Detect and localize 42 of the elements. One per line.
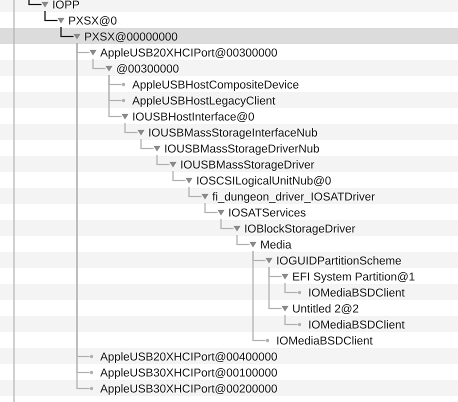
tree-item-label: Untitled 2@2 xyxy=(293,304,358,314)
tree-item-label: PXSX@00000000 xyxy=(85,32,178,42)
tree-connector xyxy=(284,283,298,294)
tree-item-label: IOUSBMassStorageDriverNub xyxy=(165,144,319,155)
tree-connector xyxy=(236,235,250,246)
tree-item-label: IOSATServices xyxy=(229,208,306,217)
tree-item-label: IOMediaBSDClient xyxy=(309,288,405,297)
tree-item-label: AppleUSBHostLegacyClient xyxy=(132,96,276,107)
tree-item-label: PXSX@0 xyxy=(69,16,116,26)
tree-item-label: IOUSBMassStorageInterfaceNub xyxy=(149,128,318,139)
tree-item-label: Media xyxy=(261,240,292,249)
tree-connector xyxy=(156,155,170,166)
tree-item-label: AppleUSB20XHCIPort@00300000 xyxy=(100,48,277,59)
tree-connector xyxy=(60,27,74,38)
tree-connector xyxy=(188,187,202,198)
tree-connector xyxy=(28,0,42,6)
tree-connector xyxy=(92,59,106,70)
tree-item-label: fi_dungeon_driver_IOSATDriver xyxy=(212,192,375,203)
tree-item-label: EFI System Partition@1 xyxy=(293,272,414,283)
tree-item-label: @00300000 xyxy=(117,64,179,74)
tree-item-label: IOUSBMassStorageDriver xyxy=(181,160,314,171)
tree-connector xyxy=(220,219,234,230)
tree-item-label: IOUSBHostInterface@0 xyxy=(133,112,254,122)
tree-connector xyxy=(284,315,298,326)
tree-item-label: AppleUSB30XHCIPort@00100000 xyxy=(100,368,277,379)
tree-connector xyxy=(108,75,122,118)
tree-item-label: AppleUSBHostCompositeDevice xyxy=(132,80,298,91)
tree-connector xyxy=(204,203,218,214)
tree-item-label: IOMediaBSDClient xyxy=(277,336,373,345)
tree-connector xyxy=(44,11,58,22)
tree-item-label: IOBlockStorageDriver xyxy=(245,224,356,235)
tree-connector xyxy=(172,171,186,182)
tree-item-label: AppleUSB20XHCIPort@00400000 xyxy=(100,352,277,363)
tree-item-label: IOGUIDPartitionScheme xyxy=(277,256,401,265)
tree-connector xyxy=(268,267,282,310)
tree-connector xyxy=(140,139,154,150)
tree-item-label: IOSCSILogicalUnitNub@0 xyxy=(197,176,331,187)
tree-connector xyxy=(252,251,266,342)
tree-connector xyxy=(124,123,138,134)
tree-item-label: AppleUSB30XHCIPort@00200000 xyxy=(100,384,277,395)
tree-item-label: IOPP xyxy=(53,0,80,9)
tree-item-label: IOMediaBSDClient xyxy=(309,320,405,329)
